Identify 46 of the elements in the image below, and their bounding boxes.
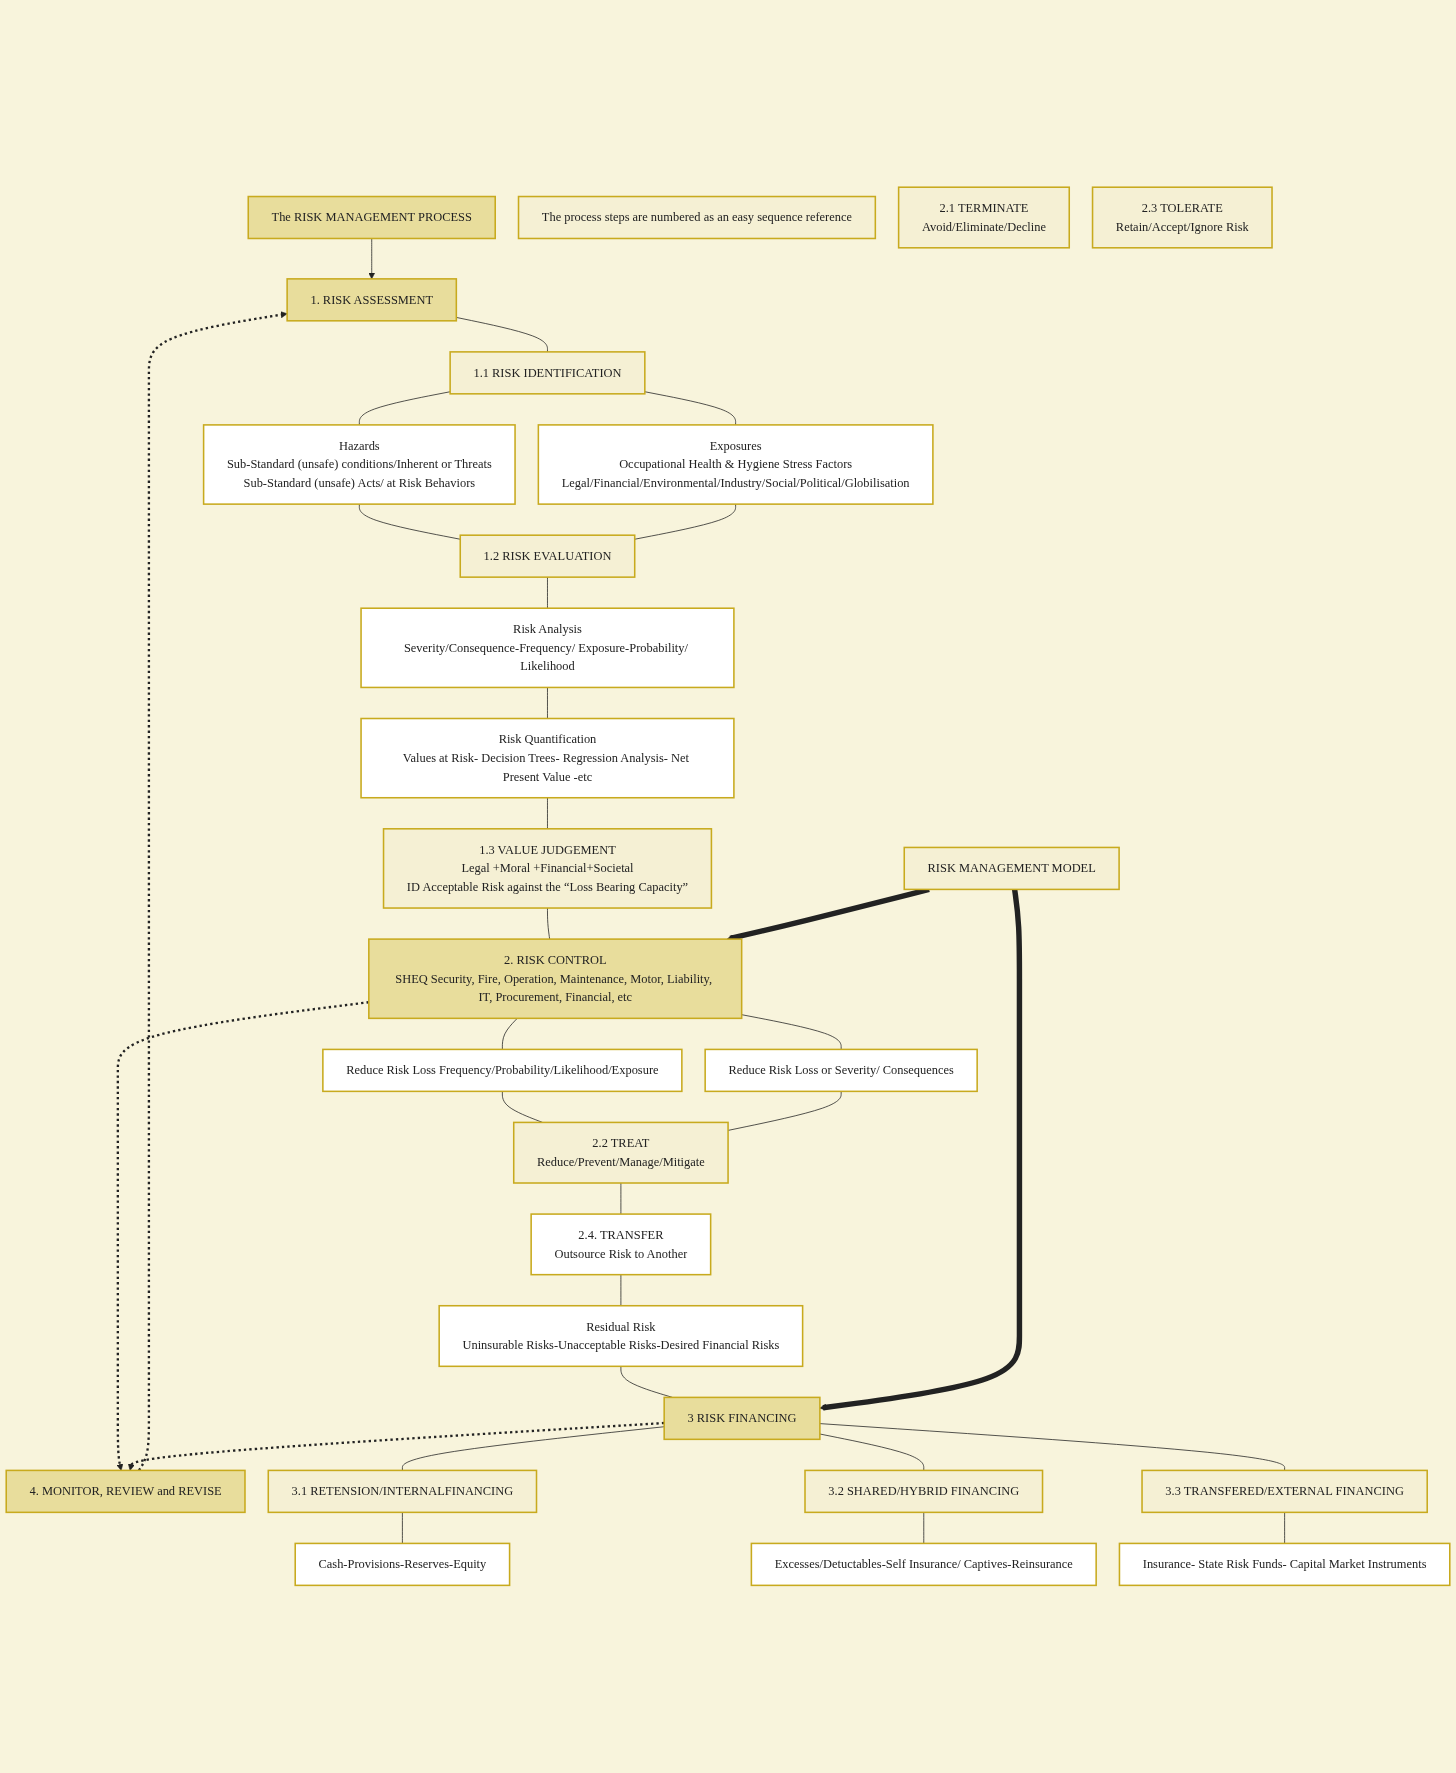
node-box: Residual Risk Uninsurable Risks-Unacceptable Risks-Desired Financial Risks (438, 1305, 804, 1368)
node-box: 1.3 VALUE JUDGEMENT Legal +Moral +Financial+Societal ID Acceptable Risk against the “Loss Bearing Capacity” (382, 828, 713, 909)
connector (547, 907, 551, 940)
node-box: 2.1 TERMINATE Avoid/Eliminate/Decline (897, 186, 1071, 249)
connector (1284, 1512, 1285, 1544)
node-box: 3.3 TRANSFERED/EXTERNAL FINANCING (1141, 1469, 1428, 1514)
node-box: Excesses/Detuctables-Self Insurance/ Captives-Reinsurance (750, 1542, 1097, 1587)
connector (547, 687, 548, 720)
node-box: 1.2 RISK EVALUATION (459, 534, 636, 579)
node-box: Exposures Occupational Health & Hygiene Stress Factors Legal/Financial/Environmental/Industry/Social/Political/Globilisation (537, 424, 934, 506)
connector (819, 1423, 1285, 1471)
node-box: 2. RISK CONTROL SHEQ Security, Fire, Operation, Maintenance, Motor, Liability, IT, Procurement, Financial, etc (368, 938, 743, 1020)
node-box: 3 RISK FINANCING (663, 1396, 821, 1441)
arrow (128, 1422, 665, 1471)
connector (501, 1091, 543, 1123)
node-box: Reduce Risk Loss Frequency/Probability/Likelihood/Exposure (322, 1048, 683, 1093)
node-box: Cash-Provisions-Reserves-Equity (294, 1542, 511, 1587)
node-box: Reduce Risk Loss or Severity/ Consequences (704, 1048, 978, 1093)
node-box: 3.2 SHARED/HYBRID FINANCING (804, 1469, 1044, 1514)
node-box: Hazards Sub-Standard (unsafe) conditions/Inherent or Threats Sub-Standard (unsafe) Acts/ at Risk Behaviors (202, 424, 516, 506)
connector (547, 576, 548, 609)
connector (402, 1426, 665, 1471)
connector (547, 797, 548, 830)
connector (402, 1512, 403, 1544)
node-box: 2.2 TREAT Reduce/Prevent/Manage/Mitigate (512, 1121, 729, 1184)
connector (634, 503, 736, 540)
connector (358, 391, 451, 426)
connector (741, 1014, 842, 1050)
arrow (819, 889, 1023, 1411)
connector (358, 503, 461, 540)
node-box: The process steps are numbered as an easy sequence reference (517, 195, 877, 240)
node-box: 1. RISK ASSESSMENT (286, 278, 458, 322)
node-box: Risk Analysis Severity/Consequence-Frequency/ Exposure-Probability/ Likelihood (360, 607, 735, 689)
connector (501, 1018, 518, 1050)
connector (819, 1433, 925, 1471)
node-box: The RISK MANAGEMENT PROCESS (247, 195, 496, 240)
arrow (137, 311, 288, 1472)
node-box: Risk Quantification Values at Risk- Decision Trees- Regression Analysis- Net Present Value -etc (360, 717, 735, 799)
node-box: 1.1 RISK IDENTIFICATION (449, 351, 646, 395)
connector (644, 391, 736, 426)
node-box: 2.3 TOLERATE Retain/Accept/Ignore Risk (1091, 186, 1273, 249)
node-box: RISK MANAGEMENT MODEL (903, 846, 1120, 891)
node-box: 2.4. TRANSFER Outsource Risk to Another (530, 1213, 712, 1276)
node-box: Insurance- State Risk Funds- Capital Market Instruments (1118, 1542, 1451, 1587)
node-box: 4. MONITOR, REVIEW and REVISE (5, 1469, 246, 1514)
node-box: 3.1 RETENSION/INTERNALFINANCING (267, 1469, 538, 1514)
